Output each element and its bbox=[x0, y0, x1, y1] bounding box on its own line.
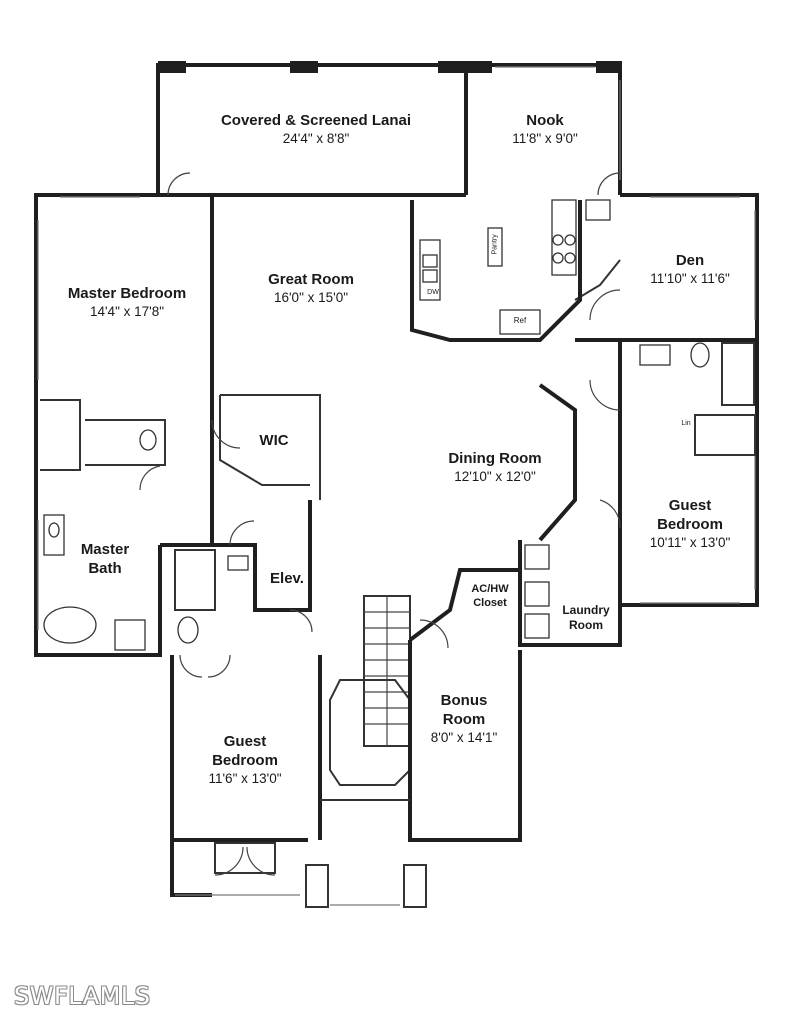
room-label-lanai: Covered & Screened Lanai 24'4" x 8'8" bbox=[198, 112, 434, 148]
room-label-laundry-room: Laundry Room bbox=[552, 603, 620, 633]
mls-watermark: SWFLAMLS bbox=[14, 982, 151, 1010]
fixture-label-dw: DW bbox=[427, 289, 439, 296]
room-name-line2: Bedroom bbox=[212, 751, 278, 769]
room-dimensions: 11'6" x 13'0" bbox=[208, 770, 282, 786]
room-name-line2: Bath bbox=[88, 559, 122, 577]
room-name: Master Bedroom bbox=[67, 285, 187, 302]
room-dimensions: 8'0" x 14'1" bbox=[430, 729, 498, 745]
room-name: Dining Room bbox=[448, 450, 542, 467]
room-name-line1: Laundry bbox=[562, 603, 610, 617]
stairs bbox=[329, 595, 411, 786]
room-dimensions: 16'0" x 15'0" bbox=[273, 289, 349, 305]
central-west-walls bbox=[160, 394, 321, 644]
room-label-master-bath: Master Bath bbox=[70, 541, 140, 579]
room-name-line1: Master bbox=[80, 541, 130, 558]
room-label-guest-bedroom-south: Guest Bedroom 11'6" x 13'0" bbox=[178, 733, 312, 787]
room-name-line1: Bonus bbox=[440, 692, 488, 709]
room-label-guest-bedroom-east: Guest Bedroom 10'11" x 13'0" bbox=[628, 497, 752, 551]
room-name-line1: Guest bbox=[223, 733, 267, 750]
south-guest-bedroom-walls bbox=[170, 655, 329, 908]
room-dimensions: 11'10" x 11'6" bbox=[650, 270, 730, 286]
room-name-line1: AC/HW bbox=[471, 583, 509, 595]
fixture-label-linen: Lin bbox=[681, 420, 691, 427]
room-label-den: Den 11'10" x 11'6" bbox=[625, 252, 755, 288]
room-label-bonus-room: Bonus Room 8'0" x 14'1" bbox=[412, 692, 516, 746]
room-label-ac-hw-closet: AC/HW Closet bbox=[460, 583, 520, 611]
room-name: Great Room bbox=[268, 271, 354, 288]
room-name-line2: Bedroom bbox=[657, 515, 723, 533]
room-label-dining-room: Dining Room 12'10" x 12'0" bbox=[420, 450, 570, 486]
kitchen bbox=[410, 199, 611, 342]
room-label-nook: Nook 11'8" x 9'0" bbox=[490, 112, 600, 148]
room-dimensions: 11'8" x 9'0" bbox=[512, 130, 578, 146]
fixture-label-ref: Ref bbox=[513, 316, 527, 325]
room-name: WIC bbox=[259, 432, 289, 449]
room-dimensions: 12'10" x 12'0" bbox=[454, 468, 536, 484]
room-dimensions: 10'11" x 13'0" bbox=[649, 534, 731, 550]
room-label-master-bedroom: Master Bedroom 14'4" x 17'8" bbox=[48, 285, 206, 321]
bonus-room-walls bbox=[320, 640, 522, 908]
room-dimensions: 24'4" x 8'8" bbox=[282, 130, 350, 146]
fixture-label-pantry: Pantry bbox=[491, 234, 499, 255]
room-name: Covered & Screened Lanai bbox=[220, 112, 412, 129]
west-walls bbox=[34, 193, 214, 657]
room-name: Nook bbox=[526, 112, 564, 129]
room-name-line2: Closet bbox=[473, 596, 507, 609]
room-name-line2: Room bbox=[569, 618, 603, 632]
room-name: Elev. bbox=[270, 570, 304, 587]
nook-walls bbox=[412, 61, 622, 197]
room-name: Den bbox=[675, 252, 705, 269]
room-label-great-room: Great Room 16'0" x 15'0" bbox=[236, 271, 386, 307]
room-name-line2: Room bbox=[442, 710, 486, 728]
master-bath-fixtures bbox=[43, 429, 157, 651]
door-swings bbox=[139, 172, 621, 876]
room-name-line1: Guest bbox=[668, 497, 712, 514]
room-dimensions: 14'4" x 17'8" bbox=[89, 303, 165, 319]
room-label-elevator: Elev. bbox=[260, 570, 314, 589]
room-label-wic: WIC bbox=[246, 432, 302, 451]
east-walls bbox=[408, 338, 759, 647]
